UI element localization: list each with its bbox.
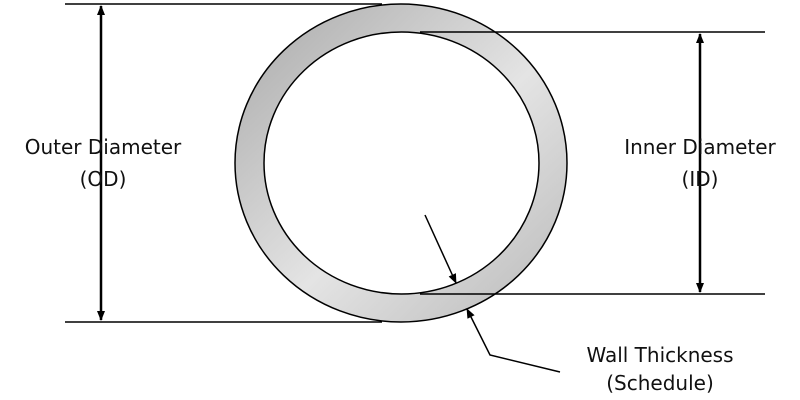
wall-thickness-label: Wall Thickness xyxy=(586,343,733,367)
od-label: Outer Diameter xyxy=(25,135,182,159)
wall-outer-leader-arrow xyxy=(466,308,561,373)
pipe-ring xyxy=(234,3,568,323)
schedule-label: (Schedule) xyxy=(606,371,714,395)
id-label: Inner Diameter xyxy=(624,135,776,159)
id-abbrev: (ID) xyxy=(682,167,719,191)
od-abbrev: (OD) xyxy=(80,167,127,191)
wall-inner-arrow xyxy=(424,214,457,284)
inner-circle xyxy=(263,31,540,295)
